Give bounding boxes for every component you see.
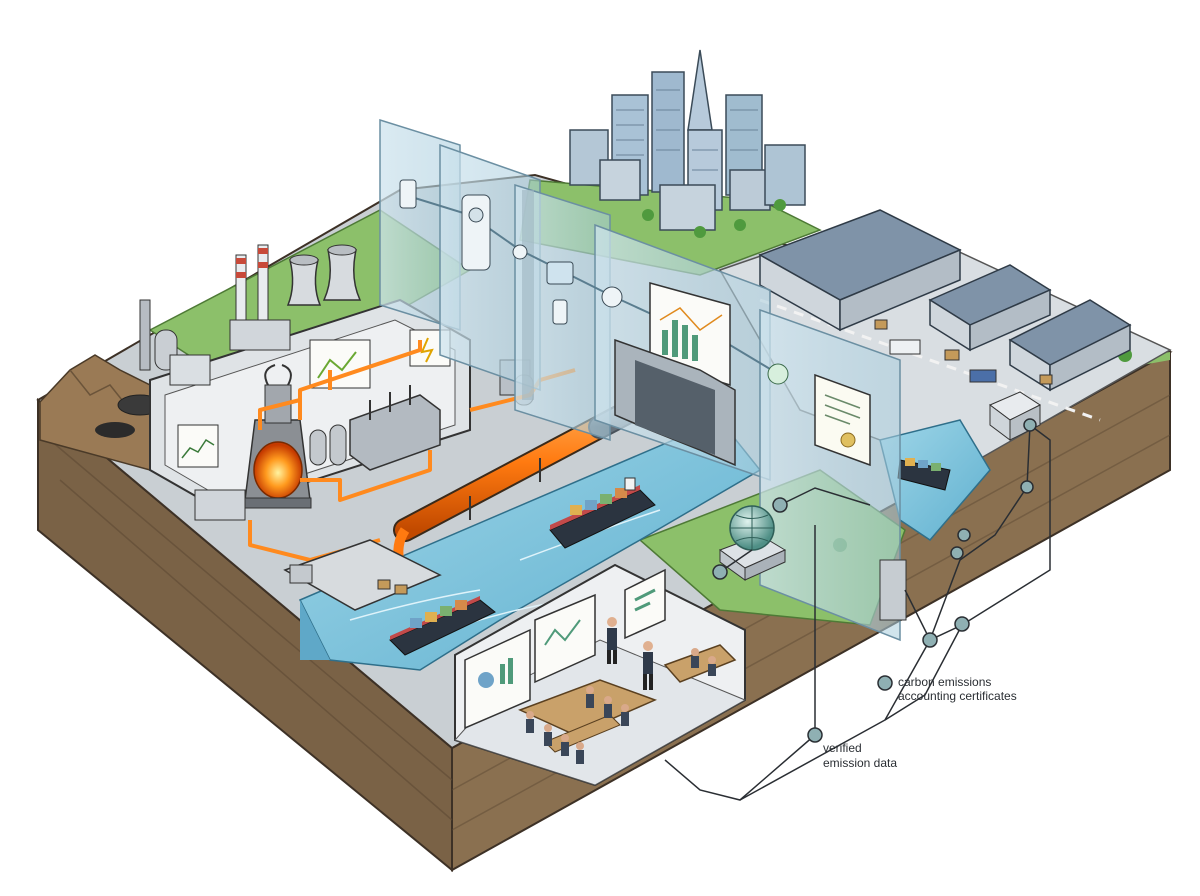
network-nodes xyxy=(712,418,1037,743)
chart-screen-icon xyxy=(177,424,219,468)
smokestack-icon xyxy=(139,244,291,386)
verified-label-line2: emission data xyxy=(823,756,897,770)
presenter-icon xyxy=(607,617,653,690)
steel-plant-room xyxy=(149,298,471,512)
skyscraper-icon xyxy=(569,49,806,231)
loading-dock xyxy=(283,539,442,611)
certificates-label-line2: accounting certificates xyxy=(898,689,1017,703)
annotation-certificates: carbon emissions accounting certificates xyxy=(898,675,1017,703)
data-flow xyxy=(399,179,789,385)
audience xyxy=(526,648,716,764)
duct xyxy=(879,559,907,621)
warehouse-icon xyxy=(758,209,1132,392)
truck-icon xyxy=(874,319,1053,385)
certificates-label-line1: carbon emissions xyxy=(898,675,991,689)
tunnel-gate xyxy=(614,338,736,467)
certificate-icon xyxy=(814,373,871,467)
cooling-tower-icon xyxy=(286,244,362,306)
city-skyline xyxy=(569,49,1132,552)
annotation-verified: verified emission data xyxy=(823,741,897,770)
sensor-icon xyxy=(399,179,417,209)
cargo-ship-icon xyxy=(389,458,951,656)
verified-label-line1: verified xyxy=(823,741,862,755)
globe-icon xyxy=(718,505,787,581)
